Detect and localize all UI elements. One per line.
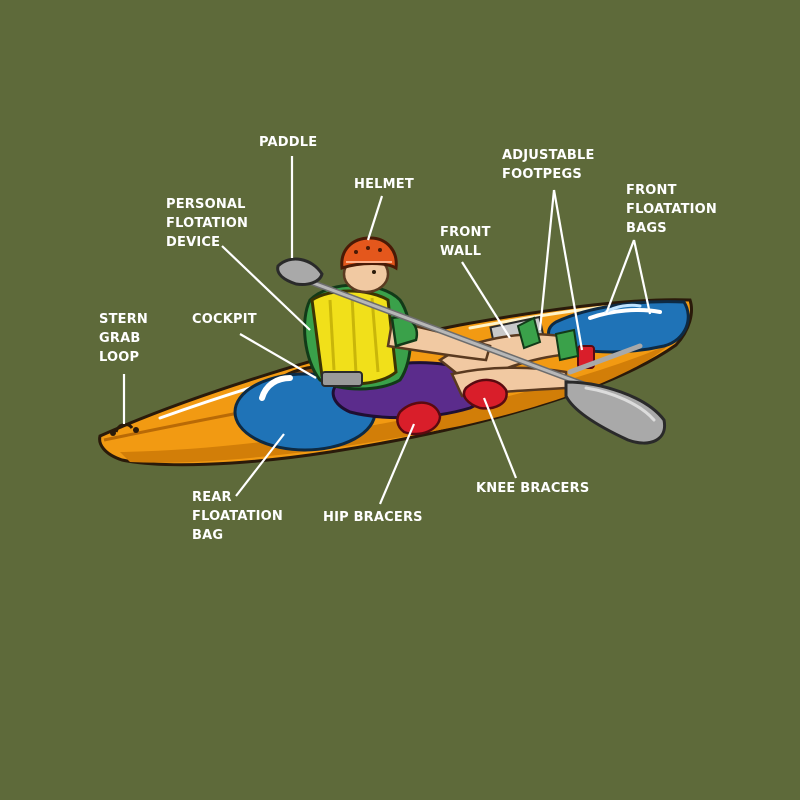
label-hip-bracers-line: HIP BRACERS [323,510,423,525]
stern-grab-loop [110,423,139,436]
label-stern-grab-loop: STERN GRAB LOOP [99,310,148,367]
helmet [340,236,398,271]
label-rear-floatation-bag-line-3: BAG [192,528,224,543]
label-front-floatation-bags-line-1: FRONT [626,183,677,198]
leader-front-wall [461,261,511,339]
leader-pfd [221,245,311,331]
label-adjustable-footpegs-line-1: ADJUSTABLE [502,148,595,163]
label-adjustable-footpegs-line-2: FOOTPEGS [502,167,582,182]
leader-helmet [366,195,384,241]
label-pfd-line-3: DEVICE [166,235,221,250]
label-front-wall: FRONT WALL [440,223,491,261]
leader-rear-bag [235,433,285,497]
label-helmet-line: HELMET [354,177,414,192]
label-paddle-line: PADDLE [259,135,318,150]
leader-lines [122,156,652,505]
label-hip-bracers: HIP BRACERS [323,508,423,527]
label-stern-grab-loop-line-2: GRAB [99,331,141,346]
leader-cockpit [239,333,317,379]
leader-knee-bracers [482,397,518,479]
label-knee-bracers: KNEE BRACERS [476,479,589,498]
label-rear-floatation-bag-line-2: FLOATATION [192,509,284,524]
label-rear-floatation-bag: REAR FLOATATION BAG [192,488,283,545]
label-personal-flotation-device: PERSONAL FLOTATION DEVICE [166,195,248,252]
leader-front-bag-1 [604,239,636,315]
label-adjustable-footpegs: ADJUSTABLE FOOTPEGS [502,146,595,184]
label-helmet: HELMET [354,175,414,194]
label-pfd-line-2: FLOTATION [166,216,249,231]
label-knee-bracers-line: KNEE BRACERS [476,481,590,496]
label-front-floatation-bags-line-2: FLOATATION [626,202,718,217]
label-stern-grab-loop-line-3: LOOP [99,350,140,365]
leader-front-bag-2 [632,239,652,315]
paddle [276,257,667,445]
label-stern-grab-loop-line-1: STERN [99,312,149,327]
leader-footpeg-1 [538,189,556,331]
label-front-floatation-bags: FRONT FLOATATION BAGS [626,181,717,238]
label-front-wall-line-1: FRONT [440,225,491,240]
label-cockpit-line: COCKPIT [192,312,257,327]
label-rear-floatation-bag-line-1: REAR [192,490,232,505]
leader-hip-bracers [378,423,416,505]
hip-bracers [396,401,442,436]
label-paddle: PADDLE [259,133,317,152]
adjustable-footpegs [516,316,580,362]
label-front-wall-line-2: WALL [440,244,482,259]
label-cockpit: COCKPIT [192,310,257,329]
leader-footpeg-2 [552,189,584,351]
label-pfd-line-1: PERSONAL [166,197,246,212]
label-front-floatation-bags-line-3: BAGS [626,221,667,236]
personal-flotation-device [310,289,398,387]
